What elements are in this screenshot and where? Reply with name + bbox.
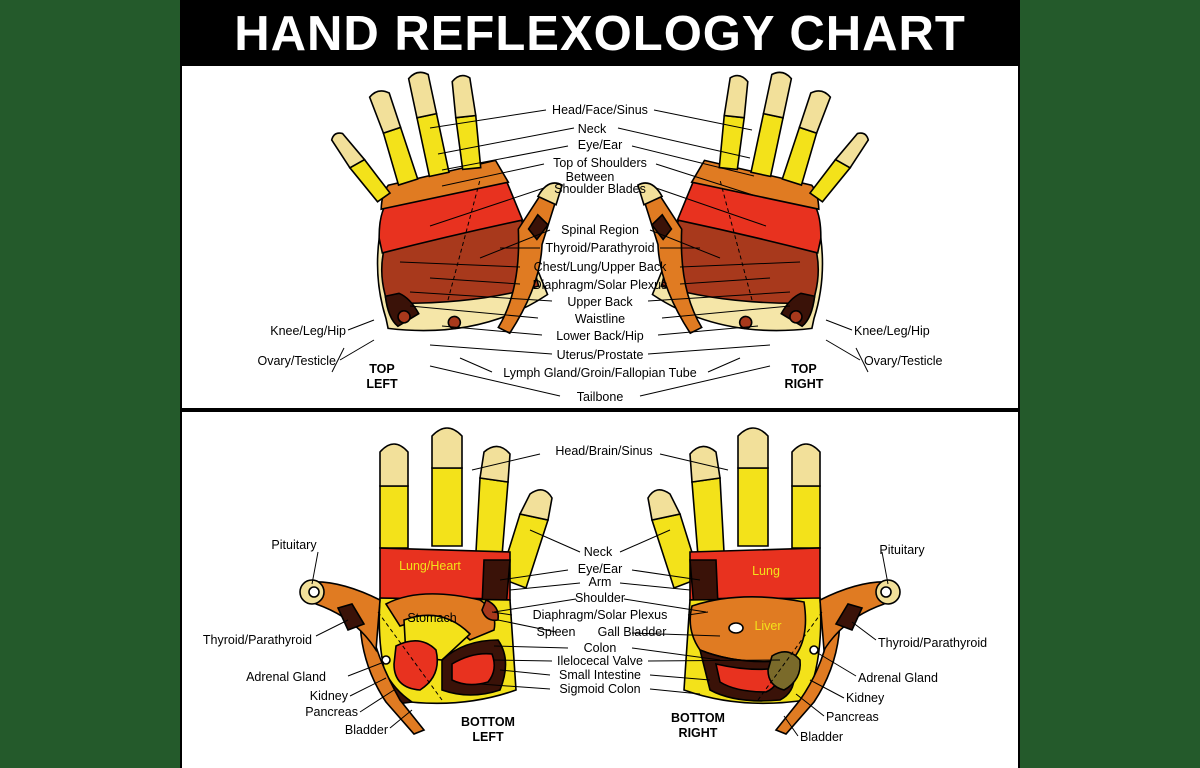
label-adrenal-left: Adrenal Gland	[246, 670, 326, 684]
label-knee-leg-hip-right: Knee/Leg/Hip	[854, 324, 930, 338]
corner-top-right-line2: RIGHT	[785, 377, 824, 391]
chart-title: HAND REFLEXOLOGY CHART	[234, 7, 966, 61]
label-head-face-sinus: Head/Face/Sinus	[552, 103, 648, 117]
label-bladder-right: Bladder	[800, 730, 843, 744]
label-b-spleen: Spleen	[537, 625, 576, 639]
label-b-sigmoid-colon: Sigmoid Colon	[559, 682, 640, 696]
chart-panel: HAND REFLEXOLOGY CHART	[180, 0, 1020, 768]
top-left-hand	[330, 71, 564, 335]
corner-bottom-right-line2: RIGHT	[679, 726, 718, 740]
label-tailbone: Tailbone	[577, 390, 624, 404]
label-upper-back: Upper Back	[567, 295, 633, 309]
label-b-small-intestine: Small Intestine	[559, 668, 641, 682]
label-lower-back-hip: Lower Back/Hip	[556, 329, 644, 343]
label-between: Between	[566, 170, 615, 184]
label-b-ileocecal-valve: Ilelocecal Valve	[557, 654, 643, 668]
panel-border-right	[1018, 66, 1020, 768]
label-lung-heart: Lung/Heart	[399, 559, 461, 573]
bottom-left-hand	[299, 427, 553, 735]
bottom-right-hand	[647, 427, 901, 735]
label-lymph-gland: Lymph Gland/Groin/Fallopian Tube	[503, 366, 696, 380]
bottom-leader-lines	[311, 453, 889, 737]
label-pancreas-right: Pancreas	[826, 710, 879, 724]
label-bladder-left: Bladder	[345, 723, 388, 737]
reflexology-diagram: Head/Face/Sinus Neck Eye/Ear Top of Shou…	[203, 71, 987, 744]
top-labels: Head/Face/Sinus Neck Eye/Ear Top of Shou…	[258, 103, 943, 404]
label-eye-ear: Eye/Ear	[578, 138, 622, 152]
label-adrenal-right: Adrenal Gland	[858, 671, 938, 685]
label-diaphragm-solar-plexus: Diaphragm/Solar Plexus	[533, 278, 668, 292]
label-spinal-region: Spinal Region	[561, 223, 639, 237]
label-knee-leg-hip-left: Knee/Leg/Hip	[270, 324, 346, 338]
label-liver: Liver	[754, 619, 781, 633]
panel-border-left	[180, 66, 182, 768]
corner-top-right-line1: TOP	[791, 362, 816, 376]
label-b-shoulder: Shoulder	[575, 591, 625, 605]
label-b-colon: Colon	[584, 641, 617, 655]
label-thyroid-parathyroid: Thyroid/Parathyroid	[545, 241, 654, 255]
section-divider	[180, 408, 1020, 412]
label-ovary-testicle-left: Ovary/Testicle	[258, 354, 337, 368]
label-uterus-prostate: Uterus/Prostate	[557, 348, 644, 362]
label-head-brain-sinus: Head/Brain/Sinus	[555, 444, 652, 458]
label-chest-lung-upper-back: Chest/Lung/Upper Back	[534, 260, 667, 274]
label-b-arm: Arm	[589, 575, 612, 589]
label-pituitary-right: Pituitary	[879, 543, 925, 557]
label-b-gall-bladder: Gall Bladder	[598, 625, 667, 639]
label-neck: Neck	[578, 122, 607, 136]
corner-top-left-line1: TOP	[369, 362, 394, 376]
corner-top-left-line2: LEFT	[366, 377, 398, 391]
top-right-hand	[636, 71, 870, 335]
corner-bottom-right-line1: BOTTOM	[671, 711, 725, 725]
label-thyroid-left: Thyroid/Parathyroid	[203, 633, 312, 647]
top-leader-lines	[331, 109, 869, 397]
label-ovary-testicle-right: Ovary/Testicle	[864, 354, 943, 368]
corner-bottom-left-line1: BOTTOM	[461, 715, 515, 729]
label-shoulder-blades: Shoulder Blades	[554, 182, 646, 196]
label-top-of-shoulders: Top of Shoulders	[553, 156, 647, 170]
label-kidney-right: Kidney	[846, 691, 885, 705]
label-pancreas-left: Pancreas	[305, 705, 358, 719]
bottom-labels: Head/Brain/Sinus Neck Eye/Ear Arm Should…	[203, 444, 987, 744]
label-thyroid-right: Thyroid/Parathyroid	[878, 636, 987, 650]
label-pituitary-left: Pituitary	[271, 538, 317, 552]
label-b-neck: Neck	[584, 545, 613, 559]
label-stomach: Stomach	[407, 611, 456, 625]
label-kidney-left: Kidney	[310, 689, 349, 703]
label-b-diaphragm: Diaphragm/Solar Plexus	[533, 608, 668, 622]
label-waistline: Waistline	[575, 312, 625, 326]
label-b-eye-ear: Eye/Ear	[578, 562, 622, 576]
title-bar: HAND REFLEXOLOGY CHART	[180, 0, 1020, 66]
corner-bottom-left-line2: LEFT	[472, 730, 504, 744]
label-lung: Lung	[752, 564, 780, 578]
